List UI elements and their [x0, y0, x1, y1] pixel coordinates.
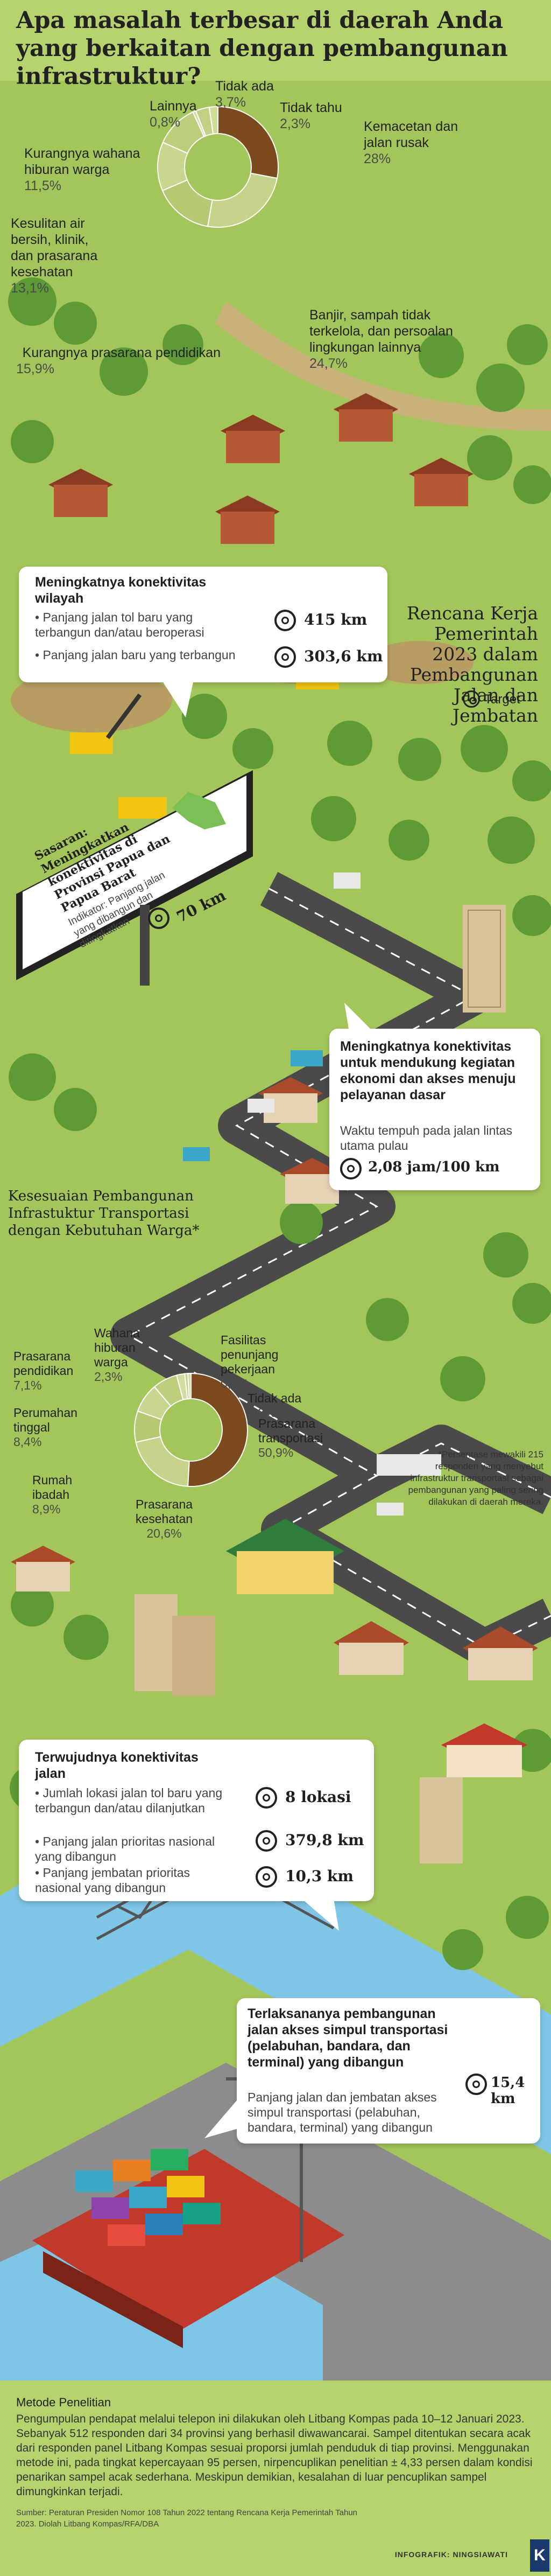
target-value: 415 km	[304, 611, 368, 629]
target-icon	[465, 2074, 487, 2095]
problems-donut-chart	[157, 106, 279, 228]
methodology-text: Pengumpulan pendapat melalui telepon ini…	[16, 2413, 533, 2498]
target-icon	[274, 646, 296, 668]
donut-slice	[187, 1372, 248, 1487]
label-air-bersih: Kesulitan air bersih, klinik, dan prasar…	[11, 216, 98, 296]
target-icon	[463, 690, 480, 708]
bullet-item: • Panjang jalan tol baru yang terbangun …	[35, 610, 204, 639]
bullet-item: • Panjang jalan prioritas nasional yang …	[35, 1834, 215, 1863]
callout-pointer	[344, 1003, 377, 1035]
callout-pointer	[301, 1898, 339, 1931]
donut-slice	[135, 1436, 190, 1487]
target-icon	[256, 1866, 277, 1888]
donut-slice	[217, 106, 279, 179]
fit-donut-chart	[134, 1372, 248, 1487]
callout-transport-node-access: Terlaksananya pembangunan jalan akses si…	[237, 1998, 540, 2144]
fit-chart-title: Kesesuaian Pembangunan Infrastuktur Tran…	[8, 1188, 200, 1239]
target-legend-label: Target	[484, 692, 520, 707]
label-tidak-tahu: Tidak tahu 2,3%	[280, 100, 342, 131]
target-icon	[256, 1830, 277, 1852]
target-icon	[274, 610, 296, 631]
label-banjir: Banjir, sampah tidak terkelola, dan pers…	[309, 308, 453, 371]
callout-pointer	[161, 680, 194, 717]
header-band	[0, 0, 551, 81]
callout-title: Terlaksananya pembangunan jalan akses si…	[248, 2006, 448, 2070]
target-value: 379,8 km	[285, 1831, 364, 1849]
source-text: Sumber: Peraturan Presiden Nomor 108 Tah…	[16, 2508, 358, 2529]
target-value: 2,08 jam/100 km	[368, 1159, 500, 1175]
target-value: 10,3 km	[285, 1867, 354, 1885]
target-icon	[256, 1787, 277, 1809]
infographic-credit: INFOGRAFIK: NINGSIAWATI	[394, 2550, 508, 2559]
target-value: 303,6 km	[304, 647, 383, 665]
callout-title: Meningkatnya konektivitas untuk mendukun…	[340, 1039, 516, 1102]
page-title: Apa masalah terbesar di daerah Anda yang…	[16, 7, 508, 90]
billboard: Sasaran: Meningkatkan konektivitas di Pr…	[11, 770, 253, 986]
target-value: 8 lokasi	[285, 1788, 351, 1806]
billboard-frame	[16, 770, 253, 986]
donut-slice	[207, 172, 278, 228]
bullet-item: • Panjang jembatan prioritas nasional ya…	[35, 1866, 190, 1895]
callout-title: Meningkatnya konektivitas wilayah	[35, 575, 207, 606]
donut-slice	[187, 1372, 192, 1400]
donut-slice	[208, 106, 218, 135]
callout-title: Terwujudnya konektivitas jalan	[35, 1750, 199, 1781]
target-icon	[340, 1158, 362, 1179]
label-lainnya: Lainnya 0,8%	[150, 99, 197, 130]
bullet-item: • Panjang jalan baru yang terbangun	[35, 648, 236, 662]
target-legend: Target	[463, 690, 538, 710]
label-tidak-ada: Tidak ada 3,7%	[215, 79, 274, 110]
fit-chart-note: *Persentase mewakili 215 responden yang …	[408, 1449, 543, 1507]
callout-economic-connectivity: Meningkatnya konektivitas untuk mendukun…	[329, 1029, 540, 1190]
target-icon	[148, 907, 169, 929]
bullet-item: • Jumlah lokasi jalan tol baru yang terb…	[35, 1786, 223, 1815]
label-hiburan: Kurangnya wahana hiburan warga 11,5%	[24, 146, 140, 193]
label-kemacetan: Kemacetan dan jalan rusak 28%	[364, 119, 458, 166]
target-value: 15,4 km	[491, 2075, 525, 2107]
callout-text: Waktu tempuh pada jalan lintas utama pul…	[340, 1123, 513, 1153]
callout-road-connectivity: Terwujudnya konektivitas jalan • Jumlah …	[19, 1740, 374, 1901]
label-pendidikan: Kurangnya prasarana pendidikan 15,9%	[16, 345, 221, 376]
callout-pointer	[204, 2100, 242, 2138]
methodology-band	[0, 2380, 551, 2576]
publisher-logo: K	[530, 2539, 549, 2572]
callout-text: Panjang jalan dan jembatan akses simpul …	[248, 2090, 437, 2134]
methodology-title: Metode Penelitian	[16, 2396, 111, 2409]
callout-regional-connectivity: Meningkatnya konektivitas wilayah • Panj…	[19, 567, 387, 682]
